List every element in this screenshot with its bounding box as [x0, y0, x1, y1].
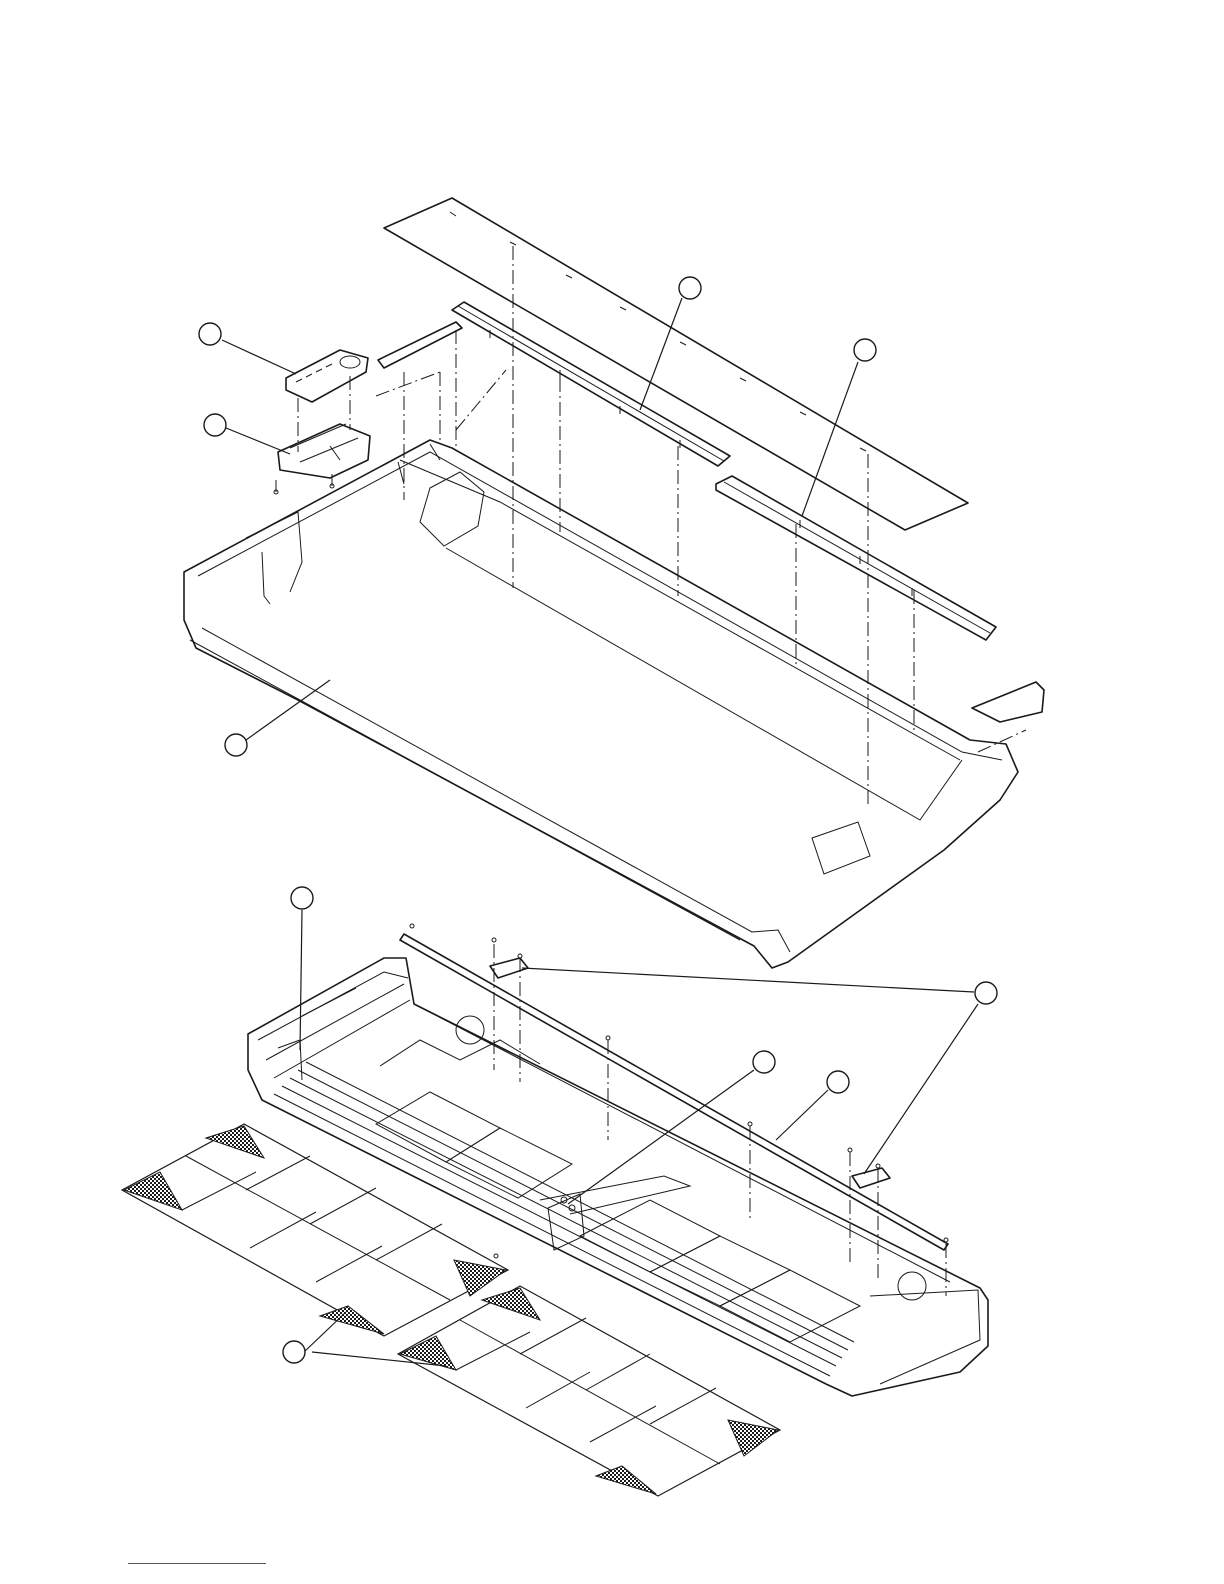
switch-cover-part	[286, 350, 368, 402]
callout-4	[679, 277, 701, 299]
callout-5	[854, 339, 876, 361]
rear-rail	[400, 924, 948, 1296]
air-filter-left	[122, 1124, 508, 1336]
footer-link-rule	[128, 1563, 266, 1564]
air-filter-right	[398, 1286, 780, 1496]
callout-7	[975, 982, 997, 1004]
callout-9	[827, 1071, 849, 1093]
callout-2	[204, 414, 226, 436]
callout-3	[225, 734, 247, 756]
callout-6	[291, 887, 313, 909]
switch-box-part	[274, 424, 370, 494]
assembly-guides-upper	[298, 246, 1026, 806]
small-right-bracket	[972, 682, 1044, 722]
small-left-strip	[378, 322, 462, 368]
callout-8	[753, 1051, 775, 1073]
right-strip	[716, 476, 996, 640]
top-cover-sheet	[384, 198, 968, 530]
callout-1	[199, 323, 221, 345]
callout-10	[283, 1341, 305, 1363]
rear-cabinet	[248, 958, 988, 1396]
